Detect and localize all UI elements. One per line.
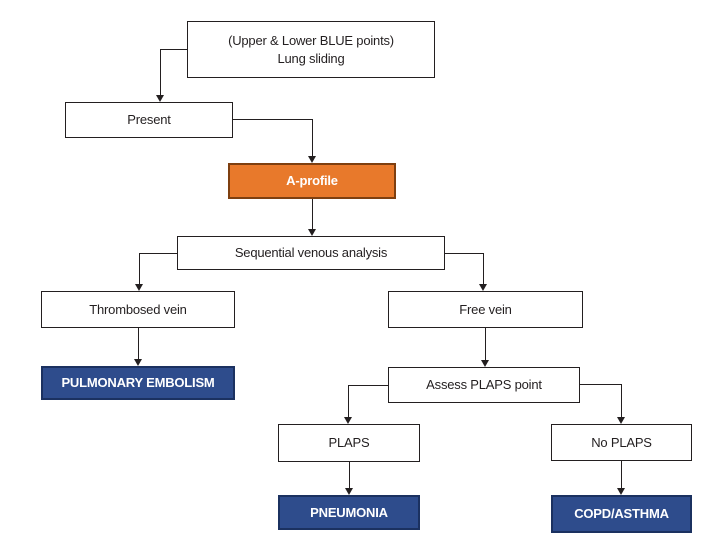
node-sequential-venous-analysis: Sequential venous analysis (177, 236, 445, 270)
edge-noplaps-copd-vline (621, 461, 622, 489)
arrowhead-down-icon (617, 488, 625, 495)
edge-assess-noplaps-vline (621, 384, 622, 418)
node-lung-sliding-line1: (Upper & Lower BLUE points) (228, 32, 394, 48)
node-present-label: Present (127, 112, 171, 128)
node-copd-asthma: COPD/ASTHMA (551, 495, 692, 533)
edge-assess-noplaps-hline (580, 384, 622, 385)
node-no-plaps-label: No PLAPS (591, 434, 652, 450)
arrowhead-down-icon (135, 284, 143, 291)
node-thrombosed-vein: Thrombosed vein (41, 291, 235, 328)
node-pneumonia: PNEUMONIA (278, 495, 420, 530)
node-a-profile-label: A-profile (286, 173, 338, 189)
edge-aprofile-sequential-vline (312, 199, 313, 230)
node-pulmonary-embolism-label: PULMONARY EMBOLISM (61, 375, 215, 391)
edge-lungsliding-present-hline (160, 49, 188, 50)
node-a-profile: A-profile (228, 163, 396, 199)
edge-freevein-assess-vline (485, 328, 486, 361)
edge-plaps-pneumonia-vline (349, 462, 350, 489)
edge-sequential-thrombosed-hline (139, 253, 178, 254)
node-sequential-venous-analysis-label: Sequential venous analysis (234, 245, 388, 261)
arrowhead-down-icon (345, 488, 353, 495)
node-pulmonary-embolism: PULMONARY EMBOLISM (41, 366, 235, 400)
arrowhead-down-icon (617, 417, 625, 424)
node-plaps-label: PLAPS (328, 435, 370, 451)
node-thrombosed-vein-label: Thrombosed vein (89, 301, 187, 317)
arrowhead-down-icon (479, 284, 487, 291)
edge-sequential-freevein-vline (483, 253, 484, 285)
arrowhead-down-icon (344, 417, 352, 424)
edge-sequential-freevein-hline (445, 253, 484, 254)
node-assess-plaps-point-label: Assess PLAPS point (426, 377, 542, 393)
arrowhead-down-icon (134, 359, 142, 366)
node-lung-sliding-text: (Upper & Lower BLUE points) Lung sliding (228, 32, 394, 67)
arrowhead-down-icon (156, 95, 164, 102)
node-lung-sliding-line2: Lung sliding (277, 50, 345, 66)
edge-present-aprofile-vline (312, 119, 313, 157)
node-pneumonia-label: PNEUMONIA (310, 504, 388, 520)
node-assess-plaps-point: Assess PLAPS point (388, 367, 580, 403)
node-plaps: PLAPS (278, 424, 420, 462)
edge-lungsliding-present-vline (160, 49, 161, 96)
edge-thrombosed-pe-vline (138, 328, 139, 360)
node-copd-asthma-label: COPD/ASTHMA (574, 506, 669, 522)
node-no-plaps: No PLAPS (551, 424, 692, 461)
node-present: Present (65, 102, 233, 138)
node-free-vein-label: Free vein (459, 301, 512, 317)
arrowhead-down-icon (308, 229, 316, 236)
node-free-vein: Free vein (388, 291, 583, 328)
edge-present-aprofile-hline (233, 119, 313, 120)
edge-assess-plaps-vline (348, 385, 349, 418)
arrowhead-down-icon (481, 360, 489, 367)
edge-sequential-thrombosed-vline (139, 253, 140, 285)
edge-assess-plaps-hline (348, 385, 389, 386)
node-lung-sliding: (Upper & Lower BLUE points) Lung sliding (187, 21, 435, 78)
arrowhead-down-icon (308, 156, 316, 163)
